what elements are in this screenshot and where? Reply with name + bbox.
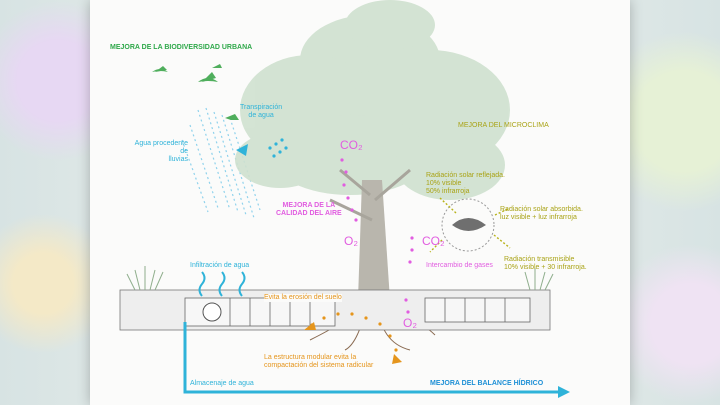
diagram-illustration [119,0,570,398]
leaf-icon [452,218,486,231]
reflected-radiation-label: Radiación solar reflejada. 10% visible 5… [426,172,505,195]
infiltration-label: Infiltración de agua [190,262,250,269]
gas-exchange-label: Intercambio de gases [426,262,493,269]
transpiration-label: Transpiración de agua [240,104,283,119]
tree-canopy [235,0,510,200]
erosion-arrows [304,312,402,364]
grass-tufts [126,266,554,291]
transmissible-radiation-label: Radiación transmisible 10% visible + 30 … [504,256,587,271]
water-storage-label: Almacenaje de agua [190,380,254,387]
drain-pipe [202,302,222,322]
water-balance-label: MEJORA DEL BALANCE HÍDRICO [430,380,544,387]
air-quality-label: MEJORA DE LA CALIDAD DEL AIRE [276,202,342,217]
absorbed-radiation-label: Radiación solar absorbida. luz visible +… [500,206,583,221]
water-storage-arrow [183,322,558,394]
o2-bottom-label: O₂ [403,316,417,330]
biodiversity-label: MEJORA DE LA BIODIVERSIDAD URBANA [110,44,253,51]
modular-structure [184,297,531,327]
modular-structure-label: La estructura modular evita la compactac… [264,354,374,369]
erosion-label: Evita la erosión del suelo [264,294,342,302]
co2-top-label: CO₂ [340,138,363,152]
radiation-arrows [429,197,511,253]
bird-icon [152,64,239,120]
tree-trunk [358,180,390,300]
o2-top-label: O₂ [344,234,358,248]
air-quality-arrows [340,158,414,314]
co2-right-label: CO₂ [422,234,445,248]
water-wave-icon [198,271,246,297]
radiation-circle [441,198,495,252]
diagram-card: MEJORA DE LA BIODIVERSIDAD URBANA Transp… [90,0,630,405]
microclimate-label: MEJORA DEL MICROCLIMA [458,122,549,129]
rain-lines [181,107,261,219]
transpiration-dots [236,138,288,158]
rain-water-label: Agua procedente de lluvias [134,140,188,163]
